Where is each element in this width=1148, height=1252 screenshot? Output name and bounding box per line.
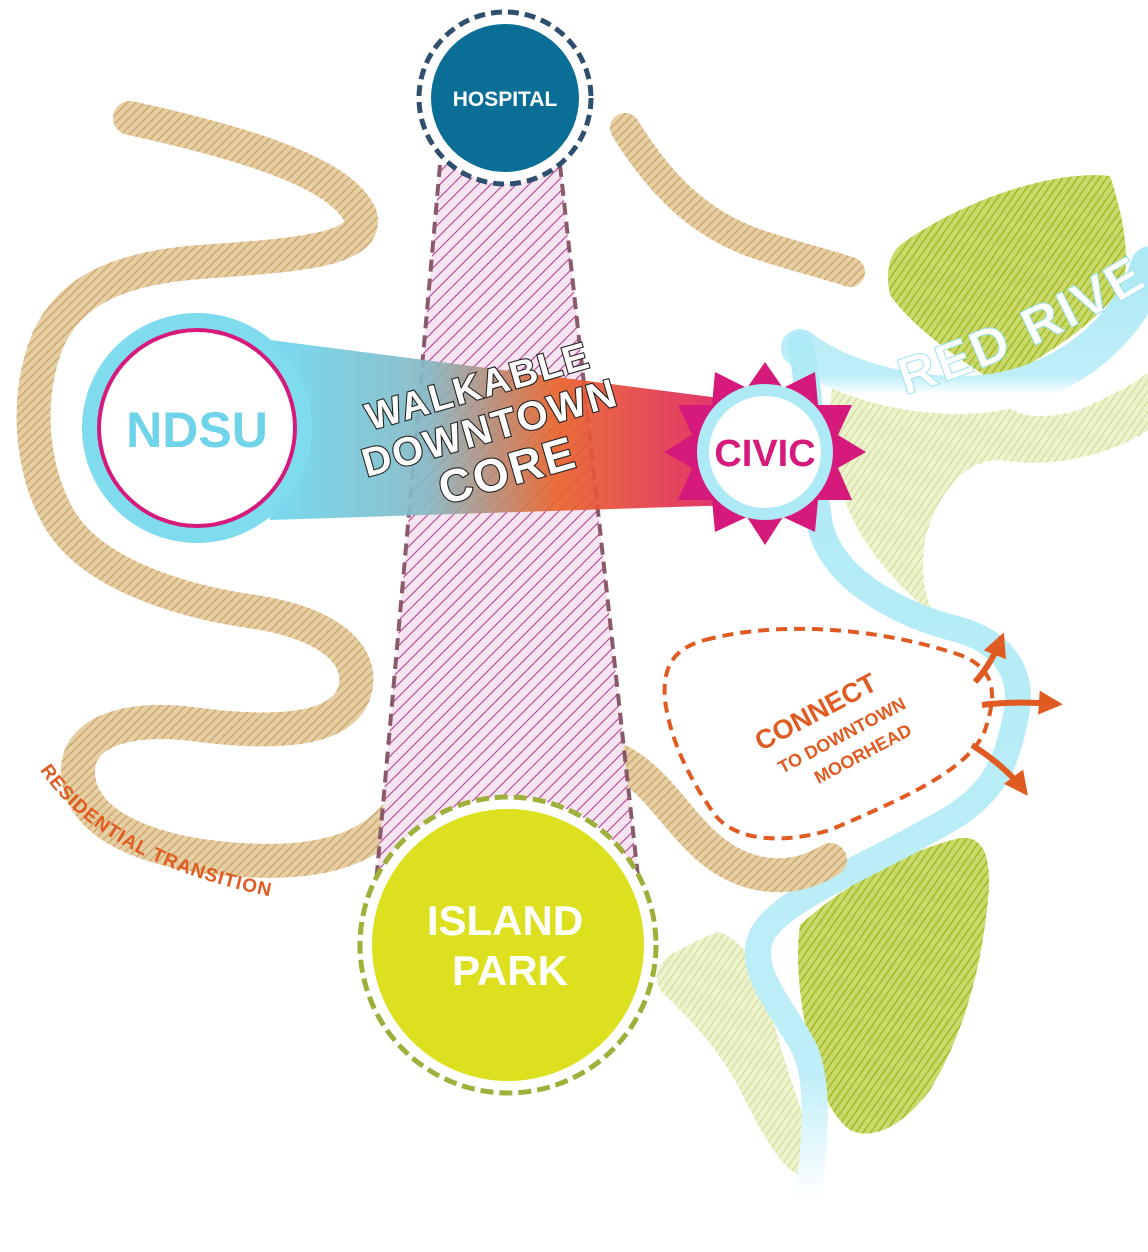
corridor-hatch [375,165,640,895]
island-park-node: ISLAND PARK [357,794,659,1096]
connect-text: CONNECT TO DOWNTOWN MOORHEAD [750,667,915,788]
north-south-corridor [373,164,642,896]
hospital-label: HOSPITAL [453,88,558,111]
green-land-south [797,837,990,1134]
connect-arrow-south [970,742,1028,796]
connect-arrow-north [972,632,1007,685]
island-park-circle [372,809,644,1081]
green-land-north [888,175,1126,385]
ndsu-label: NDSU [126,402,268,458]
ndsu-inner-circle [97,328,297,528]
green-land-north-pale [829,372,1148,615]
east-west-corridor [270,340,735,520]
ndsu-node: NDSU [82,313,312,543]
river-channel [781,246,1148,415]
island-park-label-line1: ISLAND [427,897,583,944]
civic-node: CIVIC [664,362,866,545]
river-channel-main [744,332,1031,1213]
corridor-dashed-edge-left [373,164,442,896]
connect-dashed-outline [662,626,995,841]
hospital-circle [431,24,579,172]
corridor-dashed-edge-right [558,164,642,896]
island-park-label-line2: PARK [452,947,568,994]
green-land-southwest [656,932,812,1175]
residential-band-upper [610,113,865,287]
green-land-areas [656,175,1148,1175]
civic-label: CIVIC [714,433,815,475]
civic-circle [709,396,821,508]
hospital-node: HOSPITAL [416,9,594,187]
connect-arrow-east [981,690,1063,715]
